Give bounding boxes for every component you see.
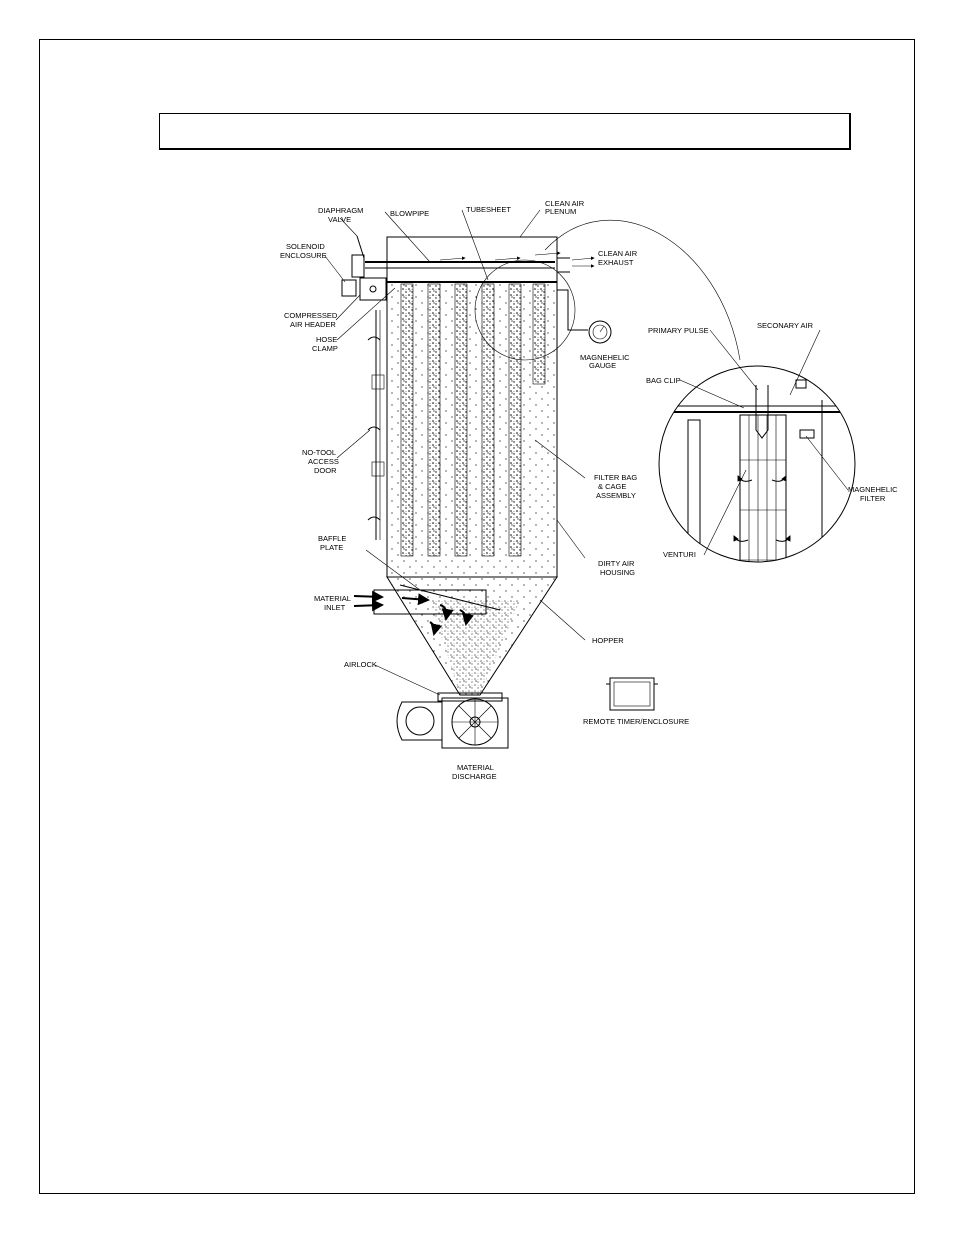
label-venturi: VENTURI: [663, 550, 696, 559]
label-no-tool-access-door-line3: DOOR: [314, 466, 337, 475]
label-hopper: HOPPER: [592, 636, 624, 645]
label-clean-air-exhaust-line2: EXHAUST: [598, 258, 634, 267]
label-filter-bag-cage-line2: & CAGE: [598, 482, 626, 491]
detail-leader-curve: [544, 220, 741, 361]
label-bag-clip: BAG CLIP: [646, 376, 681, 385]
label-solenoid-enclosure-line1: SOLENOID: [286, 242, 325, 251]
label-clean-air-plenum: CLEAN AIR PLENUM: [545, 199, 585, 216]
label-hose-clamp: HOSE CLAMP: [312, 335, 338, 353]
access-doors: [367, 310, 385, 540]
label-dirty-air-housing-line1: DIRTY AIR: [598, 559, 635, 568]
label-diaphragm-valve-line1: DIAPHRAGM: [318, 206, 363, 215]
label-primary-pulse: PRIMARY PULSE: [648, 326, 709, 335]
label-filter-bag-cage-line1: FILTER BAG: [594, 473, 637, 482]
label-tubesheet: TUBESHEET: [466, 205, 511, 214]
label-filter-bag-cage-line3: ASSEMBLY: [596, 491, 636, 500]
hopper: [386, 576, 558, 696]
label-clean-air-exhaust: CLEAN AIR EXHAUST: [598, 249, 638, 267]
bag-detail-view: [658, 365, 856, 563]
label-material-inlet: MATERIAL INLET: [314, 594, 351, 612]
label-dirty-air-housing-line2: HOUSING: [600, 568, 635, 577]
label-diaphragm-valve-line2: VALVE: [328, 215, 351, 224]
remote-timer-enclosure: [606, 677, 658, 711]
compressed-air-header: [341, 235, 387, 301]
leader-lines: [324, 209, 849, 696]
label-hose-clamp-line2: CLAMP: [312, 344, 338, 353]
material-inlet: [353, 589, 487, 636]
label-filter-bag-cage: FILTER BAG & CAGE ASSEMBLY: [594, 473, 637, 500]
label-magnehelic-gauge: MAGNEHELIC GAUGE: [580, 353, 630, 370]
airlock: [396, 692, 509, 749]
clean-air-exhaust: [557, 256, 595, 273]
label-magnehelic-gauge-line2: GAUGE: [589, 361, 616, 370]
label-blowpipe: BLOWPIPE: [390, 209, 429, 218]
label-material-inlet-line2: INLET: [324, 603, 346, 612]
label-secondary-air: SECONARY AIR: [757, 321, 814, 330]
title-box: [159, 113, 851, 150]
label-magnehelic-filter-line2: FILTER: [860, 494, 886, 503]
label-dirty-air-housing: DIRTY AIR HOUSING: [598, 559, 635, 577]
label-airlock: AIRLOCK: [344, 660, 377, 669]
label-clean-air-exhaust-line1: CLEAN AIR: [598, 249, 638, 258]
label-material-discharge: MATERIAL DISCHARGE: [452, 763, 497, 781]
label-magnehelic-filter: MAGNEHELIC FILTER: [848, 485, 898, 503]
label-compressed-air-header-line1: COMPRESSED: [284, 311, 338, 320]
label-clean-air-plenum-line1: CLEAN AIR: [545, 199, 585, 208]
label-hose-clamp-line1: HOSE: [316, 335, 337, 344]
page-frame: [39, 39, 915, 1194]
label-diaphragm-valve: DIAPHRAGM VALVE: [318, 206, 363, 224]
filter-bags: [400, 283, 546, 557]
dirty-air-housing: [386, 236, 558, 578]
label-clean-air-plenum-line2: PLENUM: [545, 207, 576, 216]
blowpipe: [365, 251, 561, 269]
label-solenoid-enclosure-line2: ENCLOSURE: [280, 251, 327, 260]
label-baffle-plate-line2: PLATE: [320, 543, 343, 552]
label-no-tool-access-door-line1: NO-TOOL: [302, 448, 336, 457]
label-material-discharge-line1: MATERIAL: [457, 763, 494, 772]
label-magnehelic-filter-line1: MAGNEHELIC: [848, 485, 898, 494]
label-remote-timer: REMOTE TIMER/ENCLOSURE: [583, 717, 689, 726]
label-solenoid-enclosure: SOLENOID ENCLOSURE: [280, 242, 327, 260]
label-baffle-plate: BAFFLE PLATE: [318, 534, 346, 552]
label-no-tool-access-door-line2: ACCESS: [308, 457, 339, 466]
magnehelic-gauge: [557, 289, 612, 344]
label-baffle-plate-line1: BAFFLE: [318, 534, 346, 543]
label-material-inlet-line1: MATERIAL: [314, 594, 351, 603]
label-compressed-air-header: COMPRESSED AIR HEADER: [284, 311, 338, 329]
detail-callout-circle: [474, 259, 576, 361]
label-magnehelic-gauge-line1: MAGNEHELIC: [580, 353, 630, 362]
label-material-discharge-line2: DISCHARGE: [452, 772, 497, 781]
label-compressed-air-header-line2: AIR HEADER: [290, 320, 336, 329]
label-no-tool-access-door: NO-TOOL ACCESS DOOR: [302, 448, 339, 475]
